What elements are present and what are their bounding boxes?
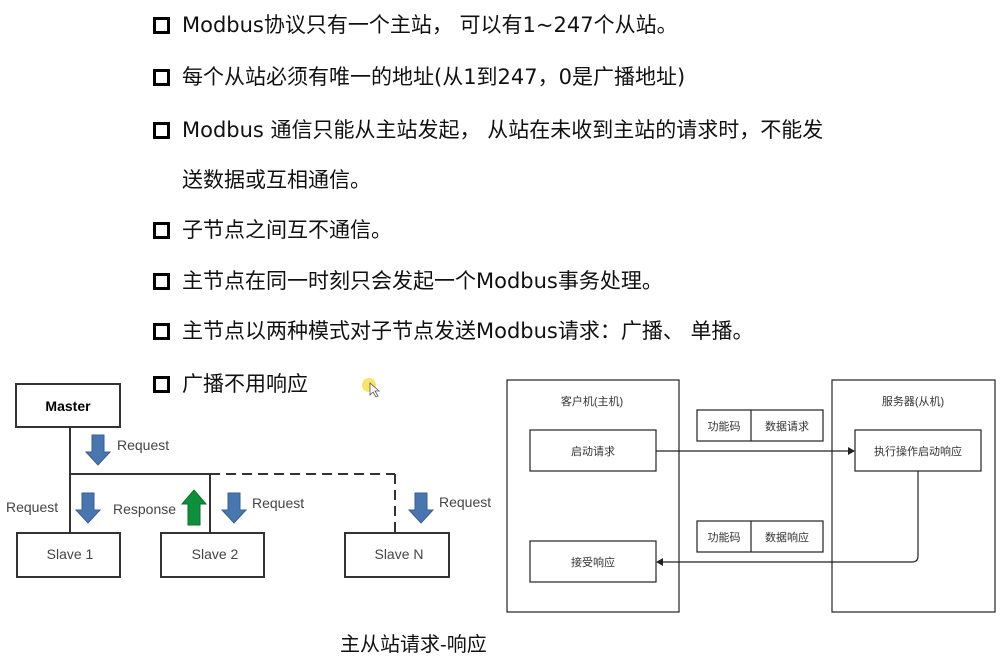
- slave-1-label: Slave 1: [47, 546, 94, 562]
- request-label: Request: [117, 437, 169, 453]
- server-title: 服务器(从机): [882, 394, 944, 408]
- response-label: Response: [113, 501, 176, 517]
- master-box: [15, 383, 121, 428]
- request-arrow-down-icon: [220, 492, 248, 524]
- request-label: Request: [6, 499, 58, 515]
- start-request-box: [529, 429, 657, 472]
- arrowhead-left-icon: [656, 558, 663, 566]
- bus-lines: [69, 427, 396, 533]
- response-flow-line: [662, 471, 919, 563]
- request-arrow-down-icon: [407, 492, 435, 524]
- data-response-label: 数据响应: [765, 530, 809, 544]
- mouse-pointer-icon: [369, 382, 381, 398]
- request-packet: [696, 409, 824, 442]
- accept-response-label: 接受响应: [571, 555, 615, 569]
- client-title: 客户机(主机): [561, 394, 623, 408]
- request-arrow-down-icon: [74, 492, 102, 524]
- execute-label: 执行操作启动响应: [874, 444, 962, 458]
- square-bullet-icon: [153, 273, 170, 290]
- square-bullet-icon: [153, 17, 170, 34]
- slave-n-box: [344, 532, 450, 578]
- function-code-label: 功能码: [708, 530, 741, 544]
- figure-caption: 主从站请求-响应: [340, 632, 487, 656]
- master-label: Master: [45, 398, 91, 414]
- request-arrow-down-icon: [84, 434, 112, 466]
- data-request-label: 数据请求: [765, 419, 809, 433]
- slave-2-box: [160, 532, 265, 578]
- response-arrow-up-icon: [180, 489, 208, 526]
- request-label: Request: [439, 494, 491, 510]
- square-bullet-icon: [153, 323, 170, 340]
- square-bullet-icon: [153, 122, 170, 139]
- start-request-label: 启动请求: [571, 445, 615, 458]
- slave-1-box: [16, 532, 121, 578]
- execute-box: [854, 429, 982, 472]
- accept-response-box: [529, 540, 657, 583]
- square-bullet-icon: [153, 69, 170, 86]
- request-label: Request: [252, 495, 304, 511]
- square-bullet-icon: [153, 376, 170, 393]
- response-packet: [696, 520, 824, 553]
- square-bullet-icon: [153, 222, 170, 239]
- slave-2-label: Slave 2: [192, 546, 239, 562]
- function-code-label: 功能码: [708, 419, 741, 433]
- server-panel: [831, 379, 996, 613]
- slave-n-label: Slave N: [374, 546, 423, 562]
- arrowhead-right-icon: [848, 447, 855, 455]
